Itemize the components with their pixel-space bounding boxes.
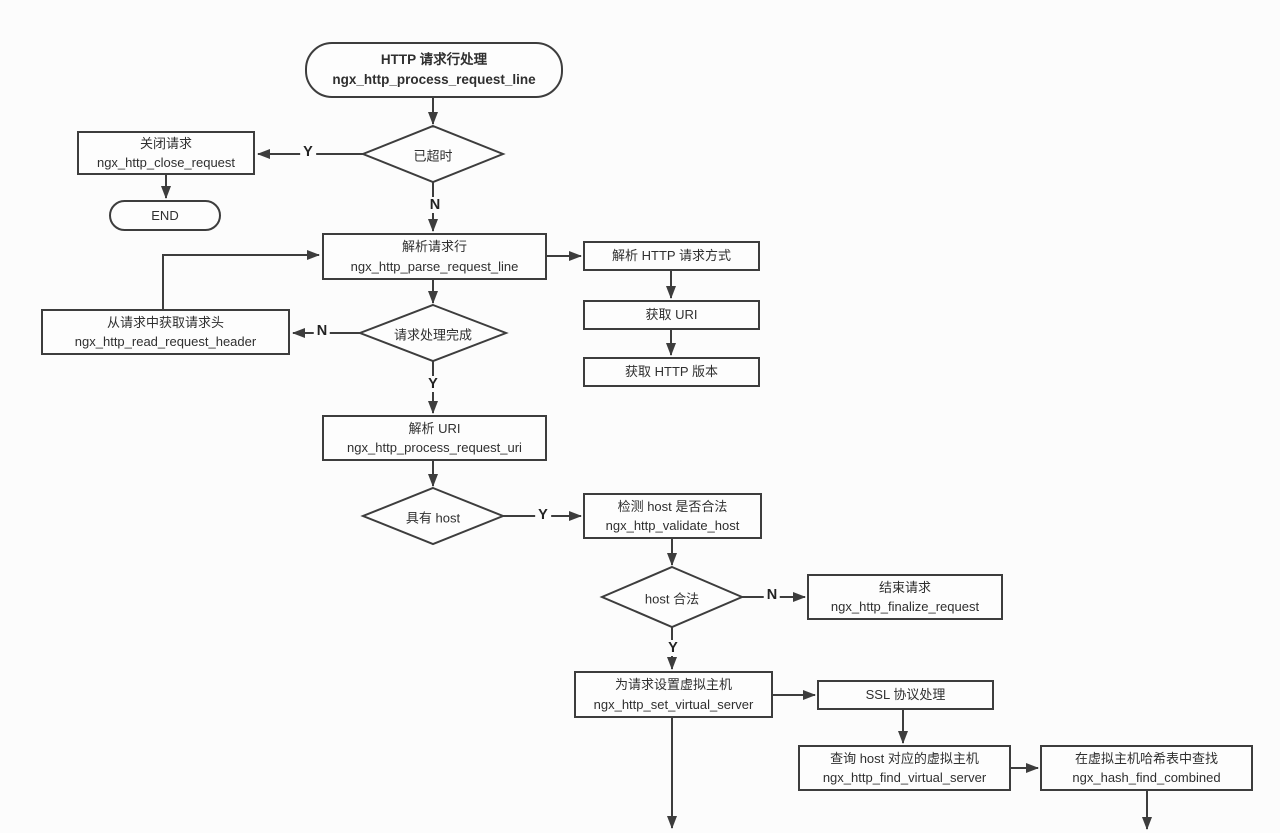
- node-ssl-handling: SSL 协议处理: [817, 680, 994, 710]
- node-start: HTTP 请求行处理 ngx_http_process_request_line: [305, 42, 563, 98]
- node-validate-host-code: ngx_http_validate_host: [605, 518, 740, 533]
- node-end: END: [109, 200, 221, 231]
- branch-label-hashost-yes: Y: [535, 507, 551, 523]
- node-get-http-version: 获取 HTTP 版本: [583, 357, 760, 387]
- node-read-request-header: 从请求中获取请求头 ngx_http_read_request_header: [41, 309, 290, 355]
- node-parse-method: 解析 HTTP 请求方式: [583, 241, 760, 271]
- diamond-has-host-label: 具有 host: [405, 510, 461, 526]
- diamond-timeout-label: 已超时: [413, 148, 453, 164]
- node-start-code: ngx_http_process_request_line: [332, 72, 536, 87]
- node-close-request-label: 关闭请求: [139, 135, 192, 151]
- node-get-http-version-label: 获取 HTTP 版本: [625, 364, 718, 380]
- node-hash-find-combined: 在虚拟主机哈希表中查找 ngx_hash_find_combined: [1040, 745, 1253, 791]
- node-process-request-uri: 解析 URI ngx_http_process_request_uri: [322, 415, 547, 461]
- node-finalize-request: 结束请求 ngx_http_finalize_request: [807, 574, 1003, 620]
- node-parse-request-line-code: ngx_http_parse_request_line: [350, 258, 519, 274]
- branch-label-hostvalid-no: N: [763, 587, 781, 603]
- node-ssl-handling-label: SSL 协议处理: [865, 687, 946, 703]
- node-parse-method-label: 解析 HTTP 请求方式: [612, 248, 731, 264]
- node-process-request-uri-label: 解析 URI: [408, 420, 461, 436]
- node-close-request-code: ngx_http_close_request: [96, 155, 236, 170]
- arrow-readheader-loop-to-parse: [162, 250, 320, 309]
- diamond-host-valid-label: host 合法: [644, 591, 700, 607]
- branch-label-timeout-no: N: [426, 197, 444, 213]
- node-finalize-request-code: ngx_http_finalize_request: [830, 599, 980, 614]
- diamond-has-host: [360, 486, 506, 546]
- node-end-label: END: [151, 207, 179, 223]
- node-parse-request-line: 解析请求行 ngx_http_parse_request_line: [322, 233, 547, 280]
- node-read-request-header-code: ngx_http_read_request_header: [74, 334, 257, 349]
- node-get-uri-label: 获取 URI: [645, 307, 698, 323]
- node-set-virtual-server-code: ngx_http_set_virtual_server: [593, 696, 754, 712]
- diamond-request-done-label: 请求处理完成: [393, 327, 473, 343]
- node-hash-find-combined-code: ngx_hash_find_combined: [1072, 770, 1221, 785]
- node-parse-request-line-label: 解析请求行: [401, 239, 467, 254]
- branch-label-done-no: N: [313, 323, 331, 339]
- node-validate-host: 检测 host 是否合法 ngx_http_validate_host: [583, 493, 762, 539]
- node-find-virtual-server-code: ngx_http_find_virtual_server: [822, 770, 987, 785]
- node-close-request: 关闭请求 ngx_http_close_request: [77, 131, 255, 175]
- node-read-request-header-label: 从请求中获取请求头: [106, 314, 224, 330]
- node-validate-host-label: 检测 host 是否合法: [617, 498, 728, 514]
- branch-label-timeout-yes: Y: [300, 144, 316, 160]
- node-hash-find-combined-label: 在虚拟主机哈希表中查找: [1074, 750, 1218, 766]
- branch-label-done-yes: Y: [425, 376, 441, 392]
- branch-label-hostvalid-yes: Y: [665, 640, 681, 656]
- node-find-virtual-server: 查询 host 对应的虚拟主机 ngx_http_find_virtual_se…: [798, 745, 1011, 791]
- node-get-uri: 获取 URI: [583, 300, 760, 330]
- node-process-request-uri-code: ngx_http_process_request_uri: [347, 440, 522, 455]
- node-find-virtual-server-label: 查询 host 对应的虚拟主机: [830, 750, 979, 766]
- node-finalize-request-label: 结束请求: [878, 579, 931, 595]
- node-set-virtual-server: 为请求设置虚拟主机 ngx_http_set_virtual_server: [574, 671, 773, 718]
- node-start-label: HTTP 请求行处理: [380, 51, 488, 67]
- node-set-virtual-server-label: 为请求设置虚拟主机: [614, 677, 732, 692]
